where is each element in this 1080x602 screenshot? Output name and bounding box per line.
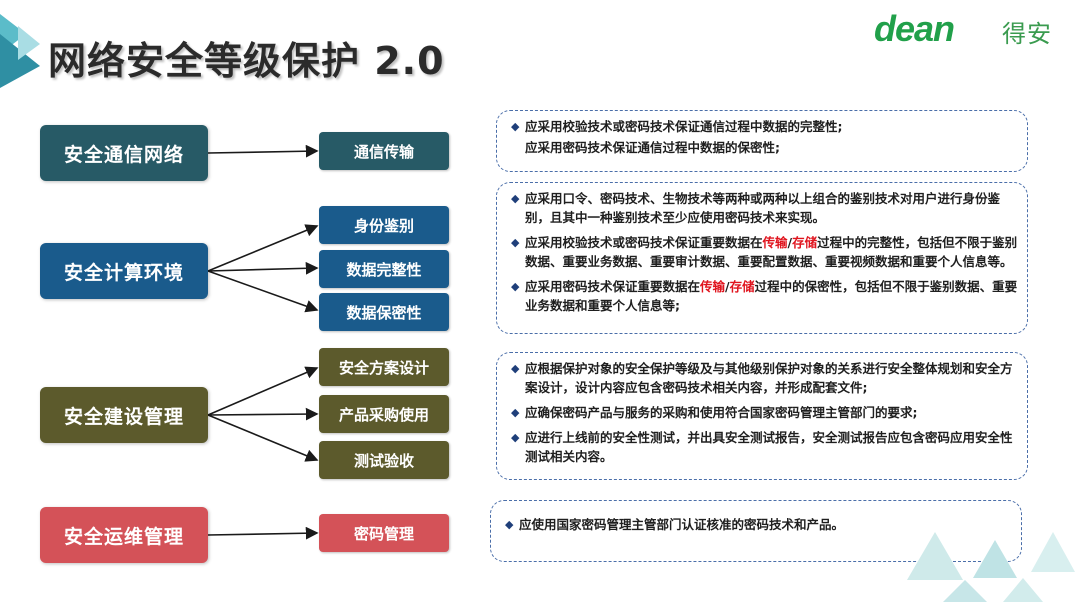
- highlight-storage: 存储: [729, 279, 755, 294]
- diamond-bullet-icon: ◆: [511, 236, 520, 249]
- corner-decoration: [0, 14, 40, 88]
- arrow-comm: [207, 144, 319, 158]
- arrow-build-2: [207, 407, 319, 421]
- diamond-bullet-icon: ◆: [511, 362, 520, 375]
- diamond-bullet-icon: ◆: [505, 518, 514, 531]
- diamond-bullet-icon: ◆: [511, 192, 520, 205]
- requirement-item: ◆ 应采用校验技术或密码技术保证重要数据在传输/存储过程中的完整性，包括但不限于…: [511, 235, 1018, 269]
- arrow-compute-1: [207, 224, 319, 272]
- requirement-item: ◆ 应采用口令、密码技术、生物技术等两种或两种以上组合的鉴别技术对用户进行身份鉴…: [511, 191, 1001, 225]
- sub-identity-auth: 身份鉴别: [319, 206, 449, 244]
- sub-procurement: 产品采购使用: [319, 395, 449, 433]
- category-ops-mgmt: 安全运维管理: [40, 507, 208, 563]
- sub-security-design: 安全方案设计: [319, 348, 449, 386]
- arrow-compute-2: [207, 261, 319, 275]
- diamond-bullet-icon: ◆: [511, 406, 520, 419]
- category-comm-network: 安全通信网络: [40, 125, 208, 181]
- highlight-transfer: 传输: [762, 235, 788, 250]
- requirement-item: ◆ 应根据保护对象的安全保护等级及与其他级别保护对象的关系进行安全整体规划和安全…: [511, 361, 1013, 395]
- logo-chinese: 得安: [1002, 20, 1052, 48]
- sub-data-integrity: 数据完整性: [319, 250, 449, 288]
- panel-build-requirements: ◆ 应根据保护对象的安全保护等级及与其他级别保护对象的关系进行安全整体规划和安全…: [496, 352, 1028, 480]
- requirement-item: ◆ 应进行上线前的安全性测试，并出具安全测试报告，安全测试报告应包含密码应用安全…: [511, 430, 1013, 464]
- arrow-compute-3: [207, 270, 319, 313]
- diamond-bullet-icon: ◆: [511, 431, 520, 444]
- page-title: 网络安全等级保护 2.0: [48, 39, 445, 83]
- highlight-storage: 存储: [792, 235, 818, 250]
- sub-data-confidentiality: 数据保密性: [319, 293, 449, 331]
- sub-comm-transfer: 通信传输: [319, 132, 449, 170]
- category-compute-env: 安全计算环境: [40, 243, 208, 299]
- highlight-transfer: 传输: [700, 279, 726, 294]
- arrow-build-3: [207, 414, 319, 462]
- sub-test-acceptance: 测试验收: [319, 441, 449, 479]
- panel-comm-requirements: ◆ 应采用校验技术或密码技术保证通信过程中数据的完整性; 应采用密码技术保证通信…: [496, 110, 1028, 172]
- diamond-bullet-icon: ◆: [511, 120, 520, 133]
- requirement-item: ◆ 应确保密码产品与服务的采购和使用符合国家密码管理主管部门的要求;: [511, 405, 918, 420]
- panel-compute-requirements: ◆ 应采用口令、密码技术、生物技术等两种或两种以上组合的鉴别技术对用户进行身份鉴…: [496, 182, 1028, 334]
- requirement-item: 应采用密码技术保证通信过程中数据的保密性;: [525, 140, 780, 155]
- logo-wordmark: dean: [874, 8, 955, 49]
- diamond-bullet-icon: ◆: [511, 280, 520, 293]
- requirement-item: ◆ 应采用密码技术保证重要数据在传输/存储过程中的保密性，包括但不限于鉴别数据、…: [511, 279, 1018, 313]
- triangle-decoration: [907, 532, 1075, 602]
- requirement-item: ◆ 应使用国家密码管理主管部门认证核准的密码技术和产品。: [505, 517, 845, 532]
- category-build-mgmt: 安全建设管理: [40, 387, 208, 443]
- sub-crypto-mgmt: 密码管理: [319, 514, 449, 552]
- requirement-item: ◆ 应采用校验技术或密码技术保证通信过程中数据的完整性;: [511, 119, 843, 134]
- arrow-build-1: [207, 366, 319, 416]
- panel-ops-requirements: ◆ 应使用国家密码管理主管部门认证核准的密码技术和产品。: [490, 500, 1022, 562]
- arrow-ops: [207, 526, 319, 540]
